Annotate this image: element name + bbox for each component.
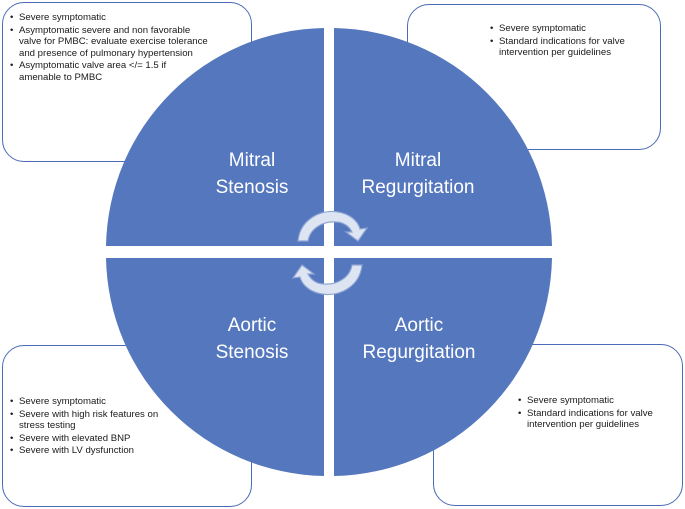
label-mitral-regurgitation-line1: Mitral bbox=[395, 150, 441, 171]
note-item: Asymptomatic valve area </= 1.5 if amena… bbox=[10, 60, 210, 83]
note-item: Severe with high risk features on stress… bbox=[10, 409, 185, 432]
arrow-upper-icon bbox=[297, 210, 369, 242]
note-list-mitral-stenosis: Severe symptomatic Asymptomatic severe a… bbox=[10, 12, 210, 85]
note-list-mitral-regurgitation: Severe symptomatic Standard indications … bbox=[490, 23, 650, 60]
note-item: Severe symptomatic bbox=[490, 23, 650, 35]
note-item: Standard indications for valve intervent… bbox=[518, 408, 678, 431]
note-item: Severe symptomatic bbox=[518, 395, 678, 407]
quadrant-labels: Mitral Stenosis Mitral Regurgitation Aor… bbox=[216, 150, 476, 363]
note-item: Severe with LV dysfunction bbox=[10, 445, 185, 457]
label-aortic-regurgitation-line2: Regurgitation bbox=[362, 342, 475, 363]
note-list-aortic-stenosis: Severe symptomatic Severe with high risk… bbox=[10, 396, 185, 458]
note-box-aortic-regurgitation: Severe symptomatic Standard indications … bbox=[433, 344, 683, 506]
label-aortic-regurgitation-line1: Aortic bbox=[395, 315, 444, 336]
quadrant-mitral-stenosis bbox=[106, 28, 324, 246]
label-mitral-stenosis-line1: Mitral bbox=[229, 150, 275, 171]
note-list-aortic-regurgitation: Severe symptomatic Standard indications … bbox=[518, 395, 678, 432]
note-box-mitral-regurgitation: Severe symptomatic Standard indications … bbox=[407, 4, 661, 150]
label-mitral-regurgitation-line2: Regurgitation bbox=[361, 177, 474, 198]
label-aortic-stenosis-line2: Stenosis bbox=[216, 342, 289, 363]
note-item: Severe with elevated BNP bbox=[10, 433, 185, 445]
quadrant-aortic-stenosis bbox=[106, 258, 324, 476]
note-item: Asymptomatic severe and non favorable va… bbox=[10, 25, 210, 60]
note-item: Severe symptomatic bbox=[10, 396, 185, 408]
circle-quadrants bbox=[106, 28, 552, 476]
label-mitral-stenosis-line2: Stenosis bbox=[216, 177, 289, 198]
quadrant-aortic-regurgitation bbox=[334, 258, 552, 476]
note-item: Severe symptomatic bbox=[10, 12, 210, 24]
quadrant-mitral-regurgitation bbox=[334, 28, 552, 246]
note-item: Standard indications for valve intervent… bbox=[490, 36, 650, 59]
arrow-lower-icon bbox=[291, 264, 363, 296]
label-aortic-stenosis-line1: Aortic bbox=[228, 315, 277, 336]
circular-arrows-icon bbox=[291, 210, 369, 296]
